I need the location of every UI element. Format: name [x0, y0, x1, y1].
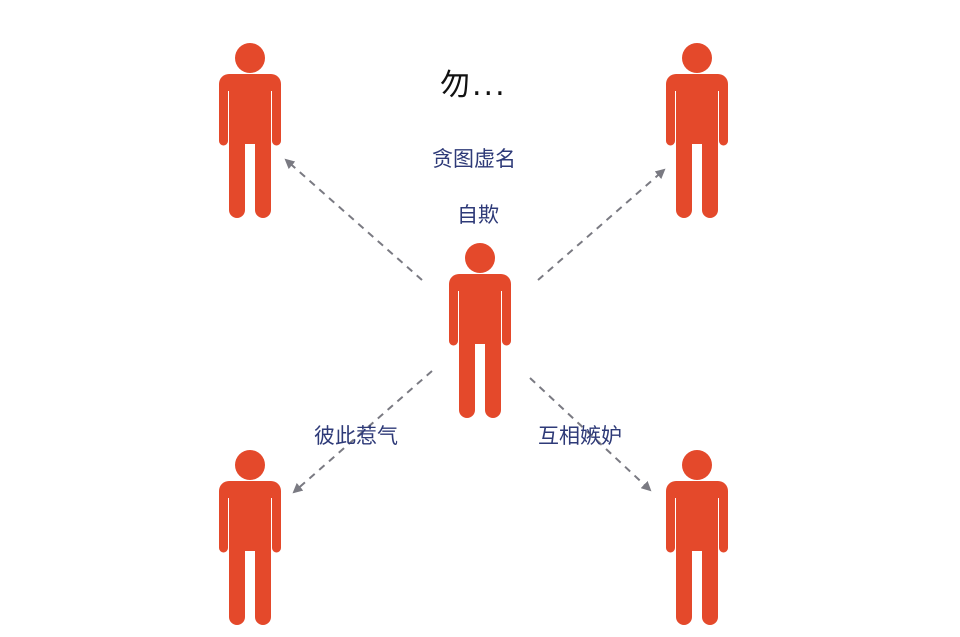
label-top-2: 自欺: [457, 203, 499, 227]
label-top-1: 贪图虚名: [432, 147, 516, 171]
arrow-bottom-left: [292, 370, 433, 494]
arrow-bottom-right: [529, 377, 652, 492]
arrows: [284, 158, 666, 494]
person-icon: [219, 450, 281, 625]
arrow-top-right: [537, 168, 666, 281]
person-icon: [666, 450, 728, 625]
person-icon: [219, 43, 281, 218]
person-icon: [449, 243, 511, 418]
person-icon: [666, 43, 728, 218]
label-bottom-left: 彼此惹气: [314, 424, 398, 448]
label-bottom-right: 互相嫉妒: [538, 424, 622, 448]
arrow-top-left: [284, 158, 423, 281]
people: [219, 43, 728, 625]
diagram-title: 勿...: [440, 68, 507, 103]
